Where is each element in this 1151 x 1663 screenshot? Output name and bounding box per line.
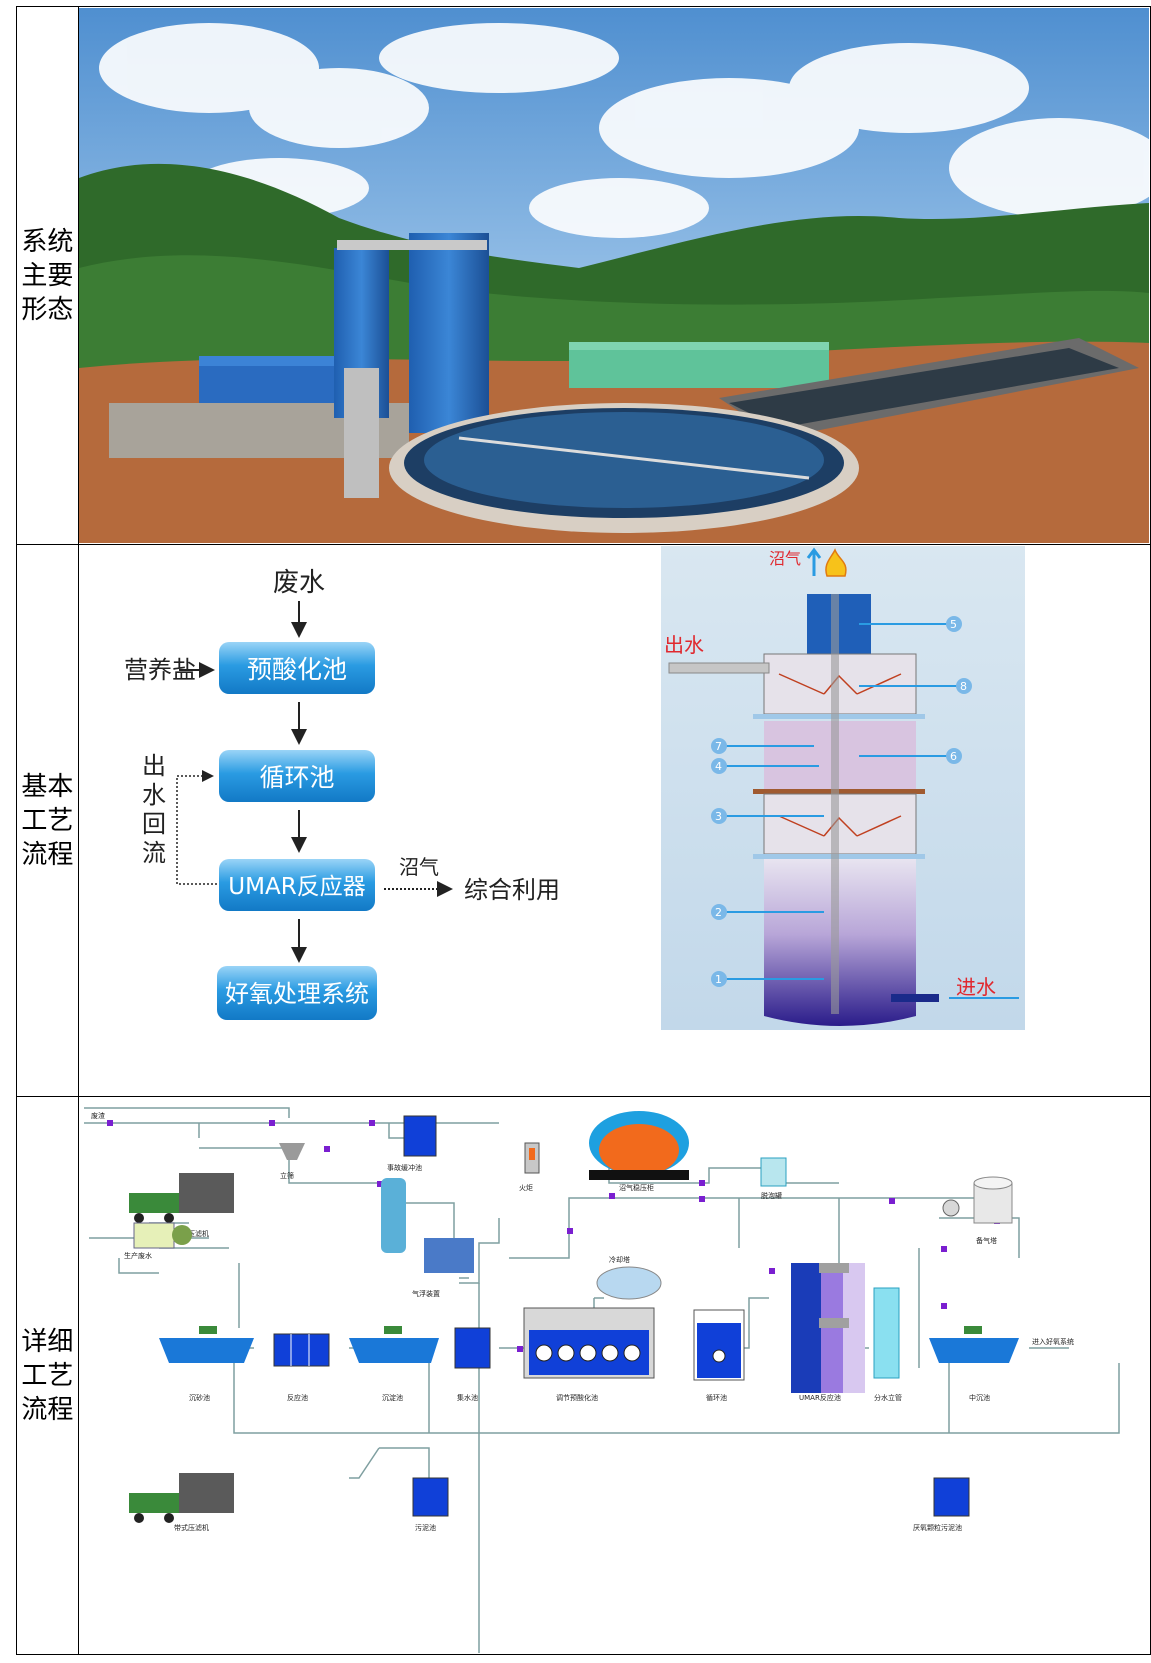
clouds [98, 23, 1149, 238]
svg-text:水: 水 [142, 781, 166, 809]
label-line: 系统 [21, 226, 74, 257]
defoam-label: 脱泡罐 [761, 1191, 782, 1200]
sedimentation-shape [348, 1326, 439, 1363]
svg-text:6: 6 [950, 750, 957, 763]
production-water-label: 生产废水 [124, 1251, 152, 1260]
gas-holder-label: 沼气稳压柜 [619, 1183, 654, 1192]
tower-right-label: 备气塔 [976, 1236, 997, 1245]
row-system-form: 系统 主要 形态 [16, 6, 1151, 545]
reaction-tank-label: 反应池 [287, 1393, 308, 1402]
svg-text:5: 5 [950, 618, 957, 631]
umar-reactor-label: UMAR反应器 [228, 874, 365, 900]
preacid-tank-label: 预酸化池 [247, 655, 347, 684]
row-label-system-form: 系统 主要 形态 [16, 6, 79, 545]
label-line: 详细 [21, 1326, 74, 1357]
row-detail-flow: 详细 工艺 流程 [16, 1096, 1151, 1655]
emergency-pool-label: 事故缓冲池 [387, 1163, 422, 1172]
label-line: 流程 [21, 839, 74, 870]
plant-photo-cell [77, 6, 1151, 545]
reactor-biogas-label: 沼气 [769, 549, 801, 568]
svg-text:4: 4 [715, 760, 722, 773]
reactor-outlet-label: 出水 [664, 633, 704, 657]
umar-reactor-box: UMAR反应器 [218, 859, 375, 911]
splitter-shape [873, 1287, 900, 1379]
splitter-label: 分水立管 [874, 1393, 902, 1402]
collection-tank-shape [454, 1327, 491, 1369]
aerobic-system-box: 好氧处理系统 [216, 966, 377, 1020]
reaction-tank-shape [273, 1333, 330, 1367]
process-table: 系统 主要 形态 [16, 6, 1151, 1655]
svg-text:8: 8 [960, 680, 967, 693]
sedimentation-label: 沉淀池 [382, 1393, 403, 1402]
reuse-label: 综合利用 [464, 876, 560, 904]
biogas-label: 沼气 [399, 855, 439, 879]
preacid-tank-box: 预酸化池 [218, 642, 375, 694]
air-float-label: 气浮装置 [412, 1289, 440, 1298]
pipes [83, 1107, 1120, 1653]
sludge-tank-label: 污泥池 [415, 1523, 436, 1532]
svg-text:3: 3 [715, 810, 722, 823]
air-float-tower [380, 1178, 406, 1253]
reactor-diagram: 沼气 出水 进水 [660, 546, 1025, 1030]
plant-photo [79, 8, 1149, 543]
adjust-preacid-label: 调节预酸化池 [556, 1393, 598, 1402]
belt-filter-bottom-label: 带式压滤机 [174, 1523, 209, 1532]
to-aerobic-label: 进入好氧系统 [1032, 1337, 1074, 1346]
label-line: 工艺 [21, 805, 74, 836]
cooling-tower-label: 冷却塔 [609, 1255, 630, 1264]
detail-flow-diagram: 废渣 立筛 事故缓冲池 带式压滤机 气浮装置 火炬 [83, 1107, 1120, 1653]
flare-label: 火炬 [519, 1184, 533, 1192]
sludge-tank-shape [412, 1477, 449, 1517]
label-line: 基本 [21, 771, 74, 802]
row-label-basic-flow: 基本 工艺 流程 [16, 544, 79, 1097]
row-label-detail-flow: 详细 工艺 流程 [16, 1096, 79, 1655]
detail-flow-cell: 废渣 立筛 事故缓冲池 带式压滤机 气浮装置 火炬 [77, 1096, 1151, 1655]
emergency-pool-shape [403, 1115, 437, 1157]
circulation-shape [693, 1309, 745, 1381]
air-float-shape [423, 1238, 474, 1273]
label-line: 主要 [21, 260, 74, 291]
circulation-tank-box: 循环池 [218, 750, 375, 802]
basic-flow-cell: 废水 营养盐 预酸化池 循环池 UMAR反应器 [77, 544, 1151, 1097]
reactor-inlet-label: 进水 [956, 975, 996, 999]
wastewater-label: 废水 [273, 568, 325, 598]
svg-text:出: 出 [142, 752, 166, 780]
svg-text:流: 流 [142, 839, 166, 867]
circulation-label: 循环池 [706, 1393, 727, 1402]
feed-label: 废渣 [91, 1111, 105, 1120]
grit-tank-shape [158, 1326, 254, 1363]
production-water-pump [133, 1222, 192, 1249]
defoam-shape [760, 1157, 787, 1187]
label-line: 流程 [21, 1394, 74, 1425]
anaerobic-sludge-shape [933, 1477, 970, 1517]
umar-label: UMAR反应池 [799, 1393, 841, 1402]
collection-tank-label: 集水池 [457, 1393, 478, 1402]
mid-settle-label: 中沉池 [969, 1393, 990, 1402]
svg-text:1: 1 [715, 973, 722, 986]
gas-holder-icon [588, 1111, 689, 1180]
grit-tank-label: 沉砂池 [189, 1393, 210, 1402]
circulation-tank-label: 循环池 [259, 763, 334, 792]
adjust-preacid-shape [523, 1307, 655, 1379]
vertical-screen-label: 立筛 [280, 1171, 294, 1180]
belt-filter-top-icon [128, 1173, 234, 1223]
vertical-screen-shape [278, 1143, 305, 1160]
recycle-label: 出 水 回 流 [142, 752, 166, 867]
anaerobic-sludge-label: 厌氧颗粒污泥池 [913, 1523, 962, 1532]
tower-right-icon [942, 1176, 1013, 1224]
label-line: 形态 [21, 294, 74, 325]
belt-filter-bottom-icon [128, 1473, 234, 1523]
svg-text:回: 回 [142, 810, 166, 838]
svg-text:7: 7 [715, 740, 722, 753]
aerobic-system-label: 好氧处理系统 [225, 980, 369, 1008]
mid-settle-shape [928, 1326, 1019, 1363]
svg-text:2: 2 [715, 906, 722, 919]
umar-reactor-shape [790, 1263, 865, 1393]
basic-flow-diagram: 废水 营养盐 预酸化池 循环池 UMAR反应器 [124, 546, 1025, 1030]
label-line: 工艺 [21, 1360, 74, 1391]
cooling-tower-shape [596, 1266, 662, 1300]
row-basic-flow: 基本 工艺 流程 [16, 544, 1151, 1097]
